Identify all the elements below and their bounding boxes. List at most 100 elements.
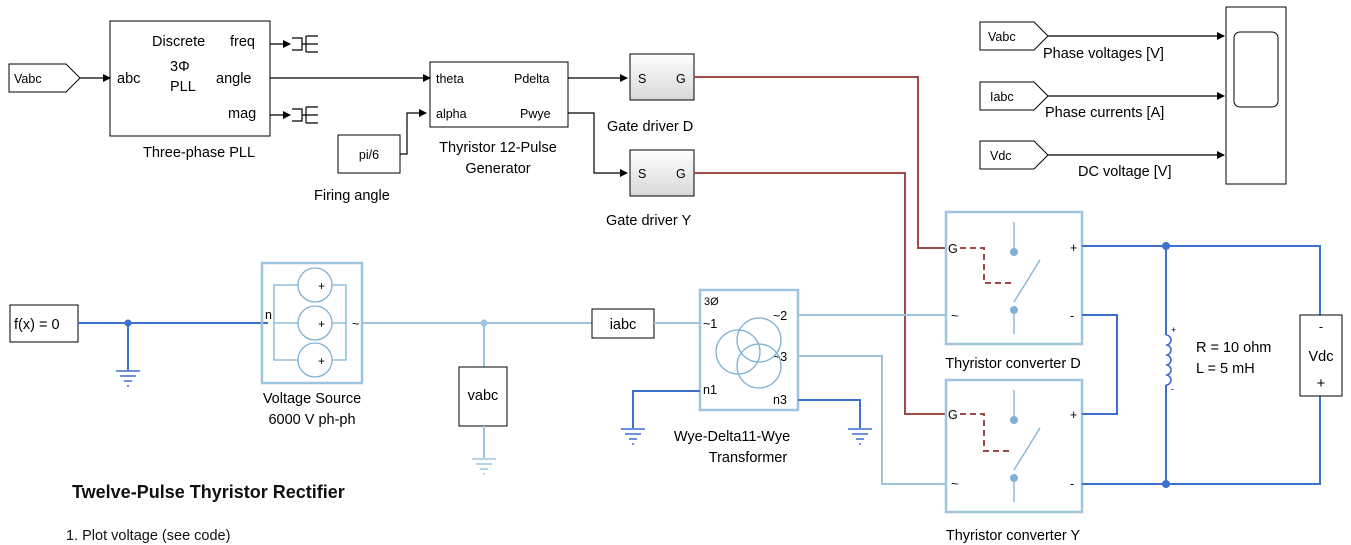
pll-line2: 3Φ — [170, 59, 190, 75]
ground-icon-4 — [848, 428, 872, 445]
iabc-measurement-block[interactable]: iabc — [591, 308, 655, 339]
vabc-scope-tag[interactable]: Vabc — [979, 21, 1049, 51]
voltage-source-block[interactable]: n ~ + + + — [260, 261, 364, 385]
pll-line3: PLL — [170, 79, 196, 95]
vdc-scope-tag[interactable]: Vdc — [979, 140, 1049, 170]
vdc-plus: + — [1317, 376, 1325, 392]
xfmr-port-n1: n1 — [703, 383, 717, 397]
gate-y-port-g: G — [676, 167, 686, 181]
vabc-scope-label: Vabc — [988, 30, 1016, 44]
converter-y-name: Thyristor converter Y — [946, 528, 1081, 544]
vabc-from-tag[interactable]: Vabc — [8, 63, 81, 93]
pll-line1: Discrete — [152, 34, 205, 50]
pll-port-freq: freq — [230, 34, 255, 50]
vdc-measurement-block[interactable]: - Vdc + — [1299, 314, 1343, 397]
rl-plus: + — [1171, 325, 1176, 335]
pll-name: Three-phase PLL — [143, 145, 255, 161]
vdc-scope-label: Vdc — [990, 149, 1012, 163]
gate-driver-y[interactable]: S G — [629, 149, 695, 197]
gate-driver-y-name: Gate driver Y — [606, 213, 691, 229]
transformer-block[interactable]: 3Ø ~1 ~2 ~3 n1 n3 — [698, 288, 800, 412]
firing-angle-name: Firing angle — [314, 188, 390, 204]
conv-y-port-g: G — [948, 408, 958, 422]
wire-pwye — [568, 112, 628, 177]
conv-y-port-ac: ~ — [951, 477, 958, 491]
gate-driver-d[interactable]: S G — [629, 53, 695, 101]
wire-gate-y — [694, 172, 946, 415]
vdc-minus: - — [1319, 320, 1323, 334]
solver-config-block[interactable]: f(x) = 0 — [9, 304, 79, 343]
ground-icon-1 — [116, 370, 140, 387]
gate-driver-d-name: Gate driver D — [607, 119, 693, 135]
scope-label-dc: DC voltage [V] — [1078, 164, 1172, 180]
transformer-name-1: Wye-Delta11-Wye — [674, 429, 790, 445]
converter-d-name: Thyristor converter D — [945, 356, 1080, 372]
vs-port-n: n — [265, 308, 272, 322]
vabc-measurement-block[interactable]: vabc — [458, 366, 508, 427]
ground-icon-2 — [472, 458, 496, 475]
scope-label-i: Phase currents [A] — [1045, 105, 1164, 121]
vabc-from-label: Vabc — [14, 72, 42, 86]
wire-xfmr-n3 — [798, 399, 861, 428]
transformer-name-2: Transformer — [709, 450, 788, 466]
model-note[interactable]: 1. Plot voltage (see code) — [66, 528, 231, 544]
firing-angle-value: pi/6 — [359, 148, 379, 162]
pulse-generator-block[interactable]: theta alpha Pdelta Pwye — [429, 61, 569, 128]
pg-port-theta: theta — [436, 72, 464, 86]
three-phase-pll-block[interactable]: Discrete 3Φ PLL abc freq angle mag — [109, 20, 271, 137]
vs-port-out: ~ — [352, 317, 359, 331]
rl-load-block[interactable]: + - — [1165, 325, 1176, 394]
load-r-value: R = 10 ohm — [1196, 340, 1271, 356]
xfmr-tag: 3Ø — [704, 296, 719, 308]
gate-y-port-s: S — [638, 167, 646, 181]
svg-text:+: + — [318, 317, 325, 331]
pll-port-abc: abc — [117, 71, 140, 87]
conv-d-port-plus: + — [1070, 241, 1077, 255]
thyristor-converter-y[interactable]: G ~ + - — [944, 378, 1084, 514]
wire-xfmr-conv-y — [798, 355, 946, 485]
voltage-source-name-2: 6000 V ph-ph — [268, 412, 355, 428]
model-title: Twelve-Pulse Thyristor Rectifier — [72, 482, 345, 502]
iabc-scope-label: Iabc — [990, 90, 1014, 104]
voltage-source-name-1: Voltage Source — [263, 391, 361, 407]
xfmr-port-1: ~1 — [703, 317, 717, 331]
scope-label-v: Phase voltages [V] — [1043, 46, 1164, 62]
conv-d-port-ac: ~ — [951, 309, 958, 323]
pll-port-angle: angle — [216, 71, 251, 87]
wire-dc-plus — [1082, 245, 1321, 315]
ground-icon-3 — [621, 428, 645, 445]
pulse-generator-name-1: Thyristor 12-Pulse — [439, 140, 557, 156]
wire-dc-minus — [1082, 396, 1321, 485]
thyristor-converter-d[interactable]: G ~ + - — [944, 210, 1084, 346]
terminator-freq — [270, 35, 318, 53]
wire-series-link — [1082, 314, 1118, 415]
vabc-meas-label: vabc — [468, 388, 499, 404]
svg-text:+: + — [318, 279, 325, 293]
solver-expr: f(x) = 0 — [14, 317, 60, 333]
scope-block[interactable] — [1225, 6, 1287, 185]
wire-gate-d — [694, 76, 946, 249]
rl-minus: - — [1171, 384, 1174, 394]
wire-alpha — [400, 109, 427, 155]
pg-port-pwye: Pwye — [520, 107, 551, 121]
xfmr-port-2: ~2 — [773, 309, 787, 323]
pll-port-mag: mag — [228, 106, 256, 122]
firing-angle-constant[interactable]: pi/6 — [337, 134, 401, 174]
pg-port-pdelta: Pdelta — [514, 72, 549, 86]
xfmr-port-n3: n3 — [773, 393, 787, 407]
load-l-value: L = 5 mH — [1196, 361, 1255, 377]
wire-xfmr-n1 — [632, 390, 700, 428]
iabc-meas-label: iabc — [610, 317, 637, 333]
conv-y-port-plus: + — [1070, 408, 1077, 422]
conv-y-port-minus: - — [1070, 477, 1074, 491]
iabc-scope-tag[interactable]: Iabc — [979, 81, 1049, 111]
terminator-mag — [270, 106, 318, 124]
vdc-label: Vdc — [1309, 349, 1334, 365]
pulse-generator-name-2: Generator — [465, 161, 530, 177]
conv-d-port-minus: - — [1070, 309, 1074, 323]
pg-port-alpha: alpha — [436, 107, 467, 121]
conv-d-port-g: G — [948, 242, 958, 256]
gate-d-port-g: G — [676, 72, 686, 86]
